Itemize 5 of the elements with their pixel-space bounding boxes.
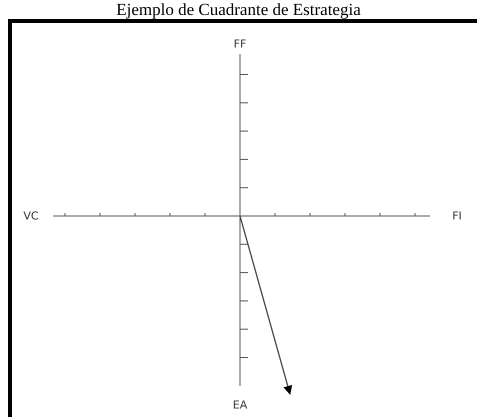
axis-label: VC xyxy=(23,210,39,222)
axis-label: FI xyxy=(452,210,462,222)
axis-label: FF xyxy=(234,38,246,50)
title: Ejemplo de Cuadrante de Estrategia xyxy=(115,0,362,20)
axis-label: EA xyxy=(232,398,248,412)
